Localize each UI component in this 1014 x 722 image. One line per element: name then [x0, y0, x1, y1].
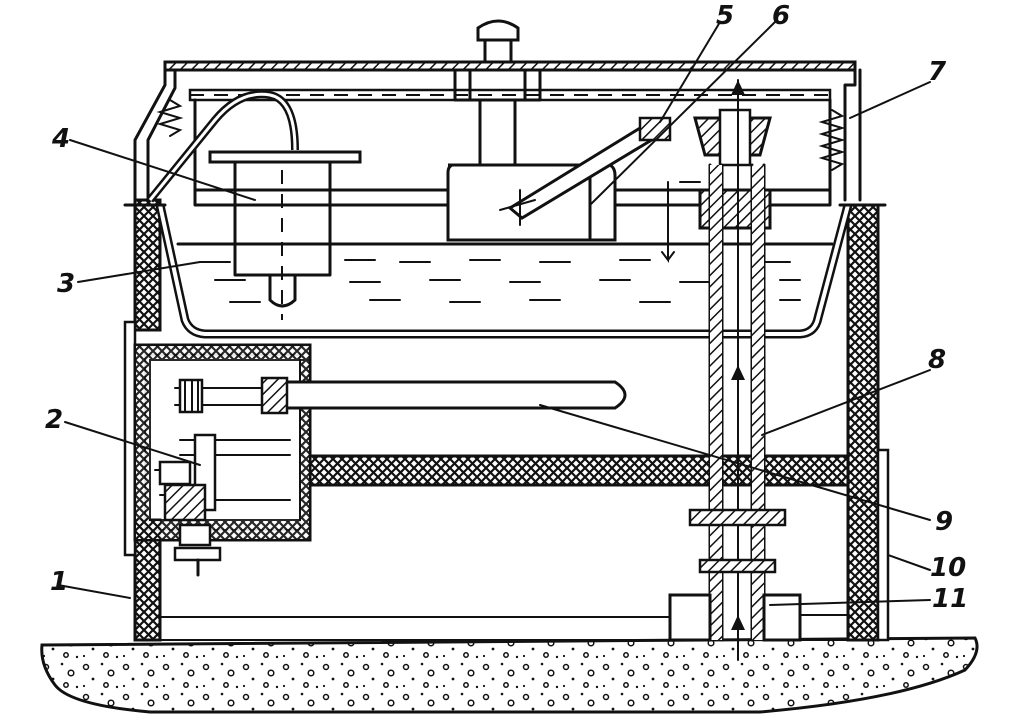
callout-2: 2 [45, 405, 63, 435]
supply-pipe [688, 79, 787, 661]
insulated-walls [123, 198, 890, 642]
callout-8: 8 [928, 345, 946, 375]
water-ripples [199, 259, 801, 303]
callout-9: 9 [935, 507, 953, 537]
leader-lines [57, 21, 931, 606]
callout-5: 5 [716, 1, 734, 31]
callout-1: 1 [50, 567, 68, 597]
float [146, 90, 362, 320]
heating-element [174, 376, 627, 415]
callout-10: 10 [930, 553, 966, 583]
water-tray [123, 203, 887, 339]
callout-3: 3 [57, 269, 75, 299]
spring-left [156, 99, 184, 137]
callout-7: 7 [928, 57, 947, 87]
callout-11: 11 [932, 584, 968, 614]
base-fitting [668, 593, 802, 642]
heater-housing [133, 343, 312, 542]
callout-6: 6 [772, 1, 790, 31]
ground-foundation [40, 636, 979, 714]
float-lever [499, 116, 672, 226]
insulated-partition [308, 454, 850, 487]
callout-4: 4 [51, 124, 70, 154]
vent-cap [453, 19, 542, 167]
callout-labels: 1 2 3 4 5 6 7 8 9 10 11 [45, 1, 968, 614]
thermostat-regulator [154, 433, 291, 577]
spring-right [818, 109, 846, 171]
